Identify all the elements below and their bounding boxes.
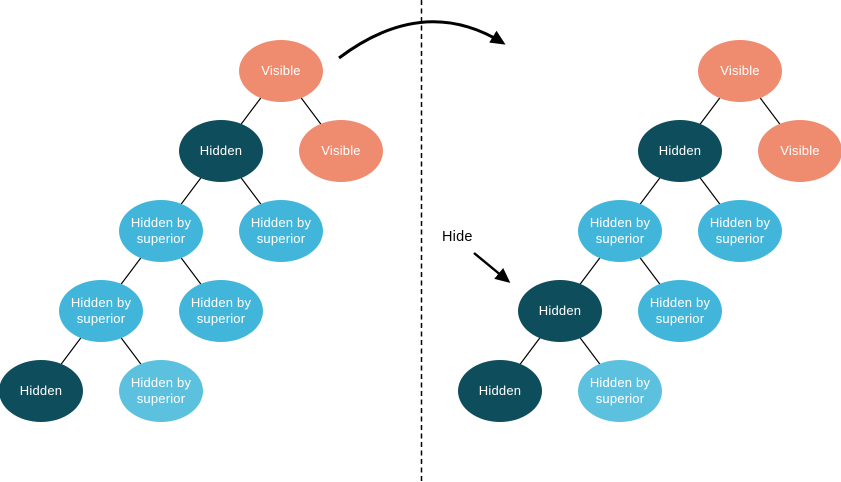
tree-node-visible: Visible	[299, 120, 383, 182]
tree-node-visible: Visible	[758, 120, 841, 182]
tree-node-label: Hidden	[538, 302, 582, 318]
tree-node-visible: Visible	[239, 40, 323, 102]
tree-node-hidden: Hidden	[518, 280, 602, 342]
tree-node-hidden-by-superior: Hidden by superior	[638, 280, 722, 342]
tree-node-label: Hidden by superior	[130, 374, 192, 406]
tree-node-label: Visible	[720, 62, 760, 78]
tree-node-label: Hidden by superior	[589, 214, 651, 246]
tree-node-hidden-by-superior-light: Hidden by superior	[578, 360, 662, 422]
tree-node-label: Hidden by superior	[709, 214, 771, 246]
tree-node-label: Visible	[321, 142, 361, 158]
tree-node-label: Hidden by superior	[190, 294, 252, 326]
tree-node-label: Hidden by superior	[589, 374, 651, 406]
tree-node-hidden: Hidden	[458, 360, 542, 422]
transition-arrow	[338, 20, 506, 60]
tree-node-hidden: Hidden	[179, 120, 263, 182]
tree-node-visible: Visible	[698, 40, 782, 102]
tree-node-hidden: Hidden	[0, 360, 83, 422]
tree-node-hidden-by-superior: Hidden by superior	[698, 200, 782, 262]
tree-node-label: Hidden	[199, 142, 243, 158]
tree-node-hidden-by-superior: Hidden by superior	[179, 280, 263, 342]
tree-node-label: Hidden by superior	[130, 214, 192, 246]
tree-node-label: Visible	[261, 62, 301, 78]
tree-node-label: Hidden	[478, 382, 522, 398]
tree-node-hidden-by-superior-light: Hidden by superior	[119, 360, 203, 422]
tree-node-label: Hidden	[658, 142, 702, 158]
tree-node-label: Hidden by superior	[250, 214, 312, 246]
tree-node-hidden: Hidden	[638, 120, 722, 182]
tree-node-label: Visible	[780, 142, 820, 158]
tree-node-label: Hidden by superior	[649, 294, 711, 326]
tree-node-hidden-by-superior: Hidden by superior	[578, 200, 662, 262]
tree-node-label: Hidden	[19, 382, 63, 398]
tree-node-label: Hidden by superior	[70, 294, 132, 326]
tree-node-hidden-by-superior: Hidden by superior	[239, 200, 323, 262]
hide-annotation-arrow	[473, 252, 511, 283]
tree-node-hidden-by-superior: Hidden by superior	[119, 200, 203, 262]
tree-node-hidden-by-superior: Hidden by superior	[59, 280, 143, 342]
hide-annotation-label: Hide	[442, 229, 473, 245]
